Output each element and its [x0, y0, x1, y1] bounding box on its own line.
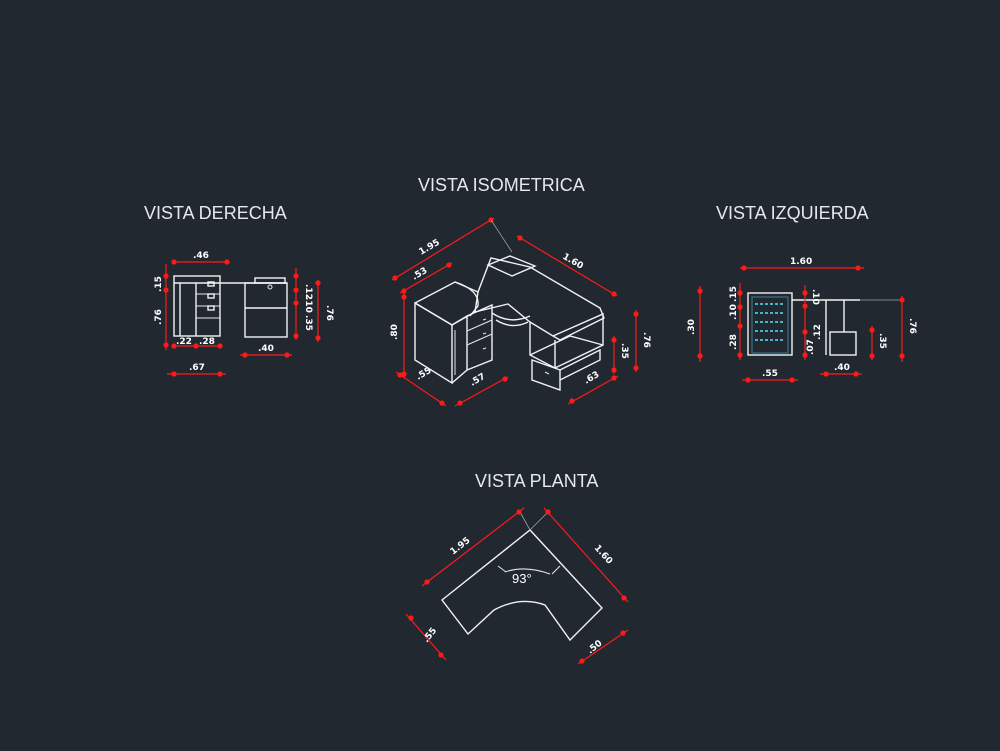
dim-label: .76	[907, 318, 917, 334]
dim-label: .63	[583, 370, 602, 387]
dim-label: .07	[806, 339, 816, 355]
derecha-dimensions	[163, 259, 321, 377]
izquierda-dimensions	[697, 265, 905, 383]
planta-dimensions	[405, 507, 629, 665]
dim-label: .12	[303, 284, 313, 300]
dim-label: .67	[189, 363, 205, 373]
dim-label: .76	[324, 305, 334, 321]
derecha-dim-labels: .46 .15 .76 .12 .10 .35 .76 .22 .28 .40 …	[154, 251, 334, 373]
dim-label: .12	[813, 324, 823, 340]
derecha-geometry	[173, 275, 288, 338]
dim-label: .15	[154, 276, 164, 292]
title-vista-planta: VISTA PLANTA	[475, 471, 598, 491]
dim-label: .10	[303, 297, 313, 313]
dim-label: .10	[729, 304, 739, 320]
dim-label: .46	[193, 251, 209, 261]
dim-label: .50	[586, 639, 605, 657]
izquierda-geometry	[747, 292, 900, 356]
dim-label: .40	[258, 344, 274, 354]
dim-label: .40	[834, 363, 850, 373]
dim-label: .57	[469, 372, 488, 389]
dim-label: .28	[199, 337, 215, 347]
dim-label: .15	[729, 286, 739, 302]
dim-label: 1.60	[790, 257, 812, 267]
dim-label: .35	[877, 333, 887, 349]
title-vista-isometrica: VISTA ISOMETRICA	[418, 175, 585, 195]
izquierda-dim-labels: 1.60 .15 .30 .10 .28 .10 .07 .12 .76 .35…	[687, 257, 917, 379]
dim-label: .55	[762, 369, 778, 379]
dim-label: .76	[154, 309, 164, 325]
view-derecha: .46 .15 .76 .12 .10 .35 .76 .22 .28 .40 …	[154, 251, 334, 377]
dim-label: .28	[729, 334, 739, 350]
angle-label: 93°	[512, 571, 532, 586]
title-vista-izquierda: VISTA IZQUIERDA	[716, 203, 869, 223]
dim-label: 1.60	[592, 543, 614, 566]
dim-label: .30	[687, 319, 697, 335]
dim-label: .10	[810, 289, 820, 305]
dim-label: .35	[303, 315, 313, 331]
isometrica-geometry	[414, 255, 605, 391]
dim-label: 1.95	[449, 536, 473, 558]
dim-label: .80	[390, 324, 400, 340]
title-vista-derecha: VISTA DERECHA	[144, 203, 287, 223]
dim-label: .55	[415, 366, 434, 383]
dim-label: .35	[619, 343, 629, 359]
dim-label: .55	[421, 626, 439, 645]
dim-label: .76	[641, 332, 651, 348]
dim-label: 1.95	[418, 238, 442, 258]
dim-label: .22	[176, 337, 192, 347]
planta-geometry	[441, 511, 603, 642]
isometrica-dimensions	[391, 217, 639, 407]
view-izquierda: 1.60 .15 .30 .10 .28 .10 .07 .12 .76 .35…	[687, 257, 917, 383]
view-planta: 1.95 1.60 .55 .50 93°	[405, 507, 629, 665]
dim-label: .53	[411, 266, 430, 283]
view-isometrica: 1.95 .53 .80 1.60 .76 .35 .55 .57 .63	[390, 217, 651, 407]
